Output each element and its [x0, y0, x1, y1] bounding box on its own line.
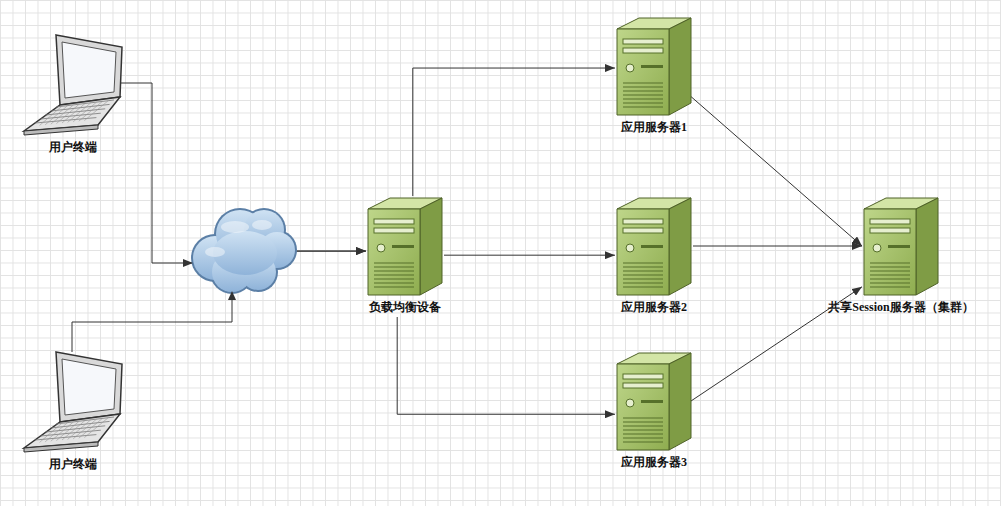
laptop-icon — [20, 33, 126, 137]
cloud-outline — [191, 208, 297, 294]
connector-arrow — [693, 246, 862, 247]
user-terminal: 用户终端 — [20, 33, 126, 154]
connector-arrow — [413, 68, 615, 196]
server-icon — [615, 15, 693, 117]
node-label: 用户终端 — [49, 457, 97, 471]
node-label: 共享Session服务器（集群） — [828, 300, 973, 314]
connector-arrow — [397, 317, 615, 414]
laptop-icon — [20, 350, 126, 454]
network-cloud — [180, 205, 305, 300]
connector-arrow — [691, 97, 862, 246]
server-node: 应用服务器2 — [615, 195, 693, 314]
server-icon — [615, 195, 693, 297]
user-terminal: 用户终端 — [20, 350, 126, 471]
node-label: 应用服务器1 — [621, 120, 687, 134]
node-label: 应用服务器2 — [621, 300, 687, 314]
arrowhead — [228, 291, 236, 300]
connector-arrow — [72, 251, 366, 352]
server-node: 应用服务器3 — [615, 350, 693, 469]
node-label: 用户终端 — [49, 140, 97, 154]
server-node: 应用服务器1 — [615, 15, 693, 134]
server-node: 共享Session服务器（集群） — [828, 195, 973, 314]
arrowhead — [183, 259, 193, 267]
server-icon — [366, 195, 444, 297]
node-label: 应用服务器3 — [621, 455, 687, 469]
node-label: 负载均衡设备 — [369, 300, 441, 314]
connector-arrow — [444, 255, 615, 256]
server-icon — [862, 195, 940, 297]
server-node: 负载均衡设备 — [366, 195, 444, 314]
cloud-fill — [193, 210, 295, 292]
cloud-highlight — [205, 220, 272, 257]
server-icon — [615, 350, 693, 452]
